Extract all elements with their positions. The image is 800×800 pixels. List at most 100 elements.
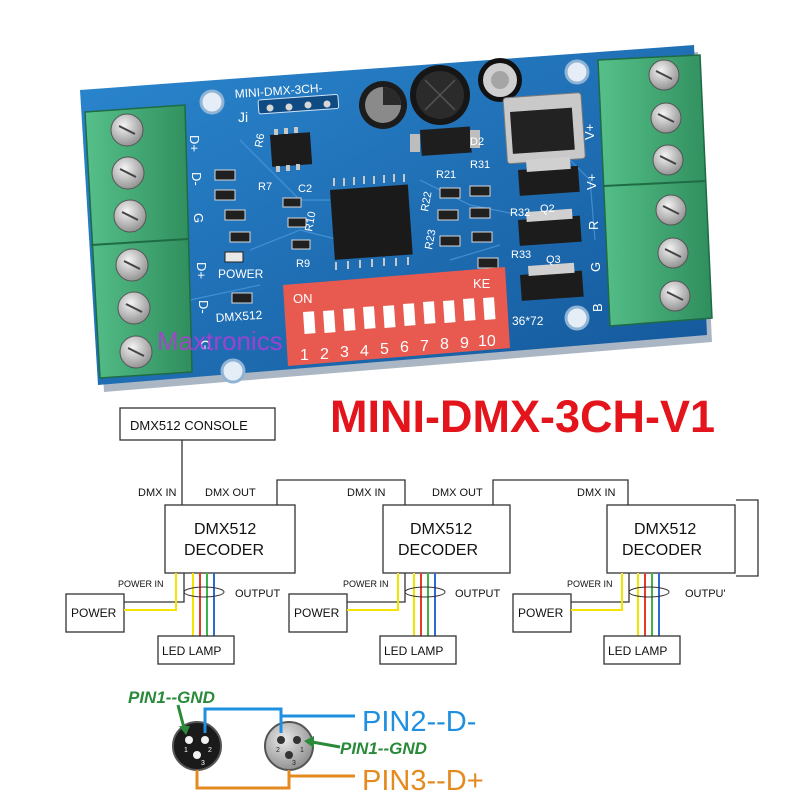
pin1-arrowhead	[304, 736, 314, 748]
label-r22: R22	[419, 191, 434, 213]
dip-number: 8	[440, 336, 449, 353]
pin1-arrowhead	[179, 726, 190, 735]
xlr-connector-black: 1 2 3	[172, 721, 222, 771]
pin3-wire	[195, 770, 291, 790]
label-r23: R23	[423, 229, 438, 251]
power-box	[288, 593, 348, 633]
decoder-label-line1: DMX512	[194, 521, 256, 538]
pcb-board-photo: MINI-DMX-3CH- Ji	[80, 45, 713, 392]
terminal-label: V+	[584, 174, 599, 190]
pin-number: 1	[300, 747, 304, 754]
decoder-label-line1: DMX512	[634, 521, 696, 538]
voltage-regulator	[502, 92, 586, 165]
decoder-label-line2: DECODER	[622, 542, 702, 559]
decoder-unit: DMX512 DECODER POWER IN OUTPUT POWER LED…	[288, 504, 511, 665]
dip-number: 1	[300, 347, 309, 364]
dip-switch: ON KE 1 2 3 4 5 6 7	[283, 267, 510, 366]
dip-number: 3	[340, 344, 349, 361]
pin1-arrow	[176, 704, 186, 729]
dmx-out-label: DMX OUT	[432, 487, 483, 499]
led-lamp-label: LED LAMP	[384, 644, 443, 658]
label-r21: R21	[436, 169, 456, 181]
pin-header	[257, 94, 340, 115]
power-led	[224, 251, 244, 263]
decoder-box	[382, 504, 511, 574]
terminal-label: D-	[189, 172, 204, 186]
size-silk-label: 36*72	[512, 314, 544, 328]
terminal-label: G	[191, 213, 206, 223]
decoder-box	[606, 504, 736, 574]
label-r31: R31	[470, 159, 490, 171]
electrolytic-capacitor-small	[359, 81, 407, 129]
output-label: OUTPUT	[235, 588, 281, 600]
label-r6: R6	[253, 133, 267, 149]
silk-ji-label: Ji	[238, 109, 248, 125]
label-d2: D2	[470, 136, 484, 148]
left-terminal-block	[84, 104, 193, 379]
output-label: OUTPUT	[455, 588, 501, 600]
terminal-screws-right	[648, 59, 691, 312]
xlr-connector-grey: 2 1 3	[264, 721, 314, 771]
watermark-text: Maxtronics	[157, 326, 283, 356]
decoder-unit: DMX512 DECODER POWER IN OUTPU' POWER LED…	[512, 504, 736, 665]
dip-number: 2	[320, 346, 329, 363]
power-box-label: POWER	[294, 606, 340, 620]
dip-levers	[302, 297, 496, 334]
xlr-pinout: 1 2 3 2 1 3 PIN1--GND PIN1--GND PIN2--D-…	[128, 688, 484, 797]
led-lamp-label: LED LAMP	[608, 644, 667, 658]
dmx-in-label: DMX IN	[138, 487, 177, 499]
smd-components	[214, 169, 499, 304]
pin-number: 3	[201, 760, 205, 767]
decoder-label-line2: DECODER	[184, 542, 264, 559]
terminal-label: G	[588, 262, 603, 272]
label-q3: Q3	[546, 254, 561, 266]
right-terminal-labels: V+ V+ R G B	[582, 124, 605, 312]
diode-d2	[410, 126, 480, 156]
wiring-diagram: DMX512 CONSOLE DMX IN DMX OUT DMX IN DMX…	[65, 407, 759, 665]
led-lamp-box	[157, 635, 235, 665]
terminal-label: D-	[196, 300, 211, 314]
pin1-label-right: PIN1--GND	[340, 739, 427, 758]
dip-number: 5	[380, 341, 389, 358]
terminal-label: V+	[582, 124, 597, 140]
pin-number: 2	[208, 747, 212, 754]
product-title: MINI-DMX-3CH-V1	[330, 391, 715, 442]
label-r9: R9	[296, 258, 310, 270]
power-box	[65, 593, 125, 633]
terminal-label: D+	[187, 135, 202, 152]
pin-number: 2	[276, 747, 280, 754]
dip-number: 10	[478, 333, 496, 350]
right-terminal-block	[597, 54, 713, 327]
decoder-unit: DMX512 DECODER POWER IN OUTPUT POWER LED…	[65, 504, 296, 665]
pin2-label: PIN2--D-	[362, 706, 476, 738]
mount-hole	[564, 59, 590, 85]
power-box-label: POWER	[518, 606, 564, 620]
transistor-q3	[520, 262, 584, 301]
dmx-in-label: DMX IN	[347, 487, 386, 499]
label-r7: R7	[258, 181, 272, 193]
left-terminal-labels: D+ D- G D+ D- G	[187, 135, 213, 350]
decoder-label-line1: DMX512	[410, 521, 472, 538]
pin2-wire	[203, 707, 283, 733]
terminal-label: R	[586, 221, 601, 230]
dmx-silk-label: DMX512	[215, 308, 263, 325]
pin3-label: PIN3--D+	[362, 765, 484, 797]
dmx-in-label: DMX IN	[577, 487, 616, 499]
decoder-label-line2: DECODER	[398, 542, 478, 559]
ic-chip-small	[269, 127, 313, 172]
dip-number: 9	[460, 335, 469, 352]
label-r10: R10	[303, 211, 318, 233]
dip-number: 7	[420, 338, 429, 355]
label-q2: Q2	[540, 203, 555, 215]
led-lamp-label: LED LAMP	[162, 644, 221, 658]
label-r32: R32	[510, 207, 530, 219]
led-lamp-box	[379, 635, 457, 665]
dip-numbers: 1 2 3 4 5 6 7 8 9 10	[300, 333, 496, 364]
console-label: DMX512 CONSOLE	[130, 418, 248, 433]
dip-number: 6	[400, 339, 409, 356]
terminal-label: D+	[194, 262, 209, 279]
dip-ke-label: KE	[473, 276, 491, 291]
dmx512-console-box	[119, 407, 276, 441]
electrolytic-capacitor-large	[410, 65, 470, 125]
